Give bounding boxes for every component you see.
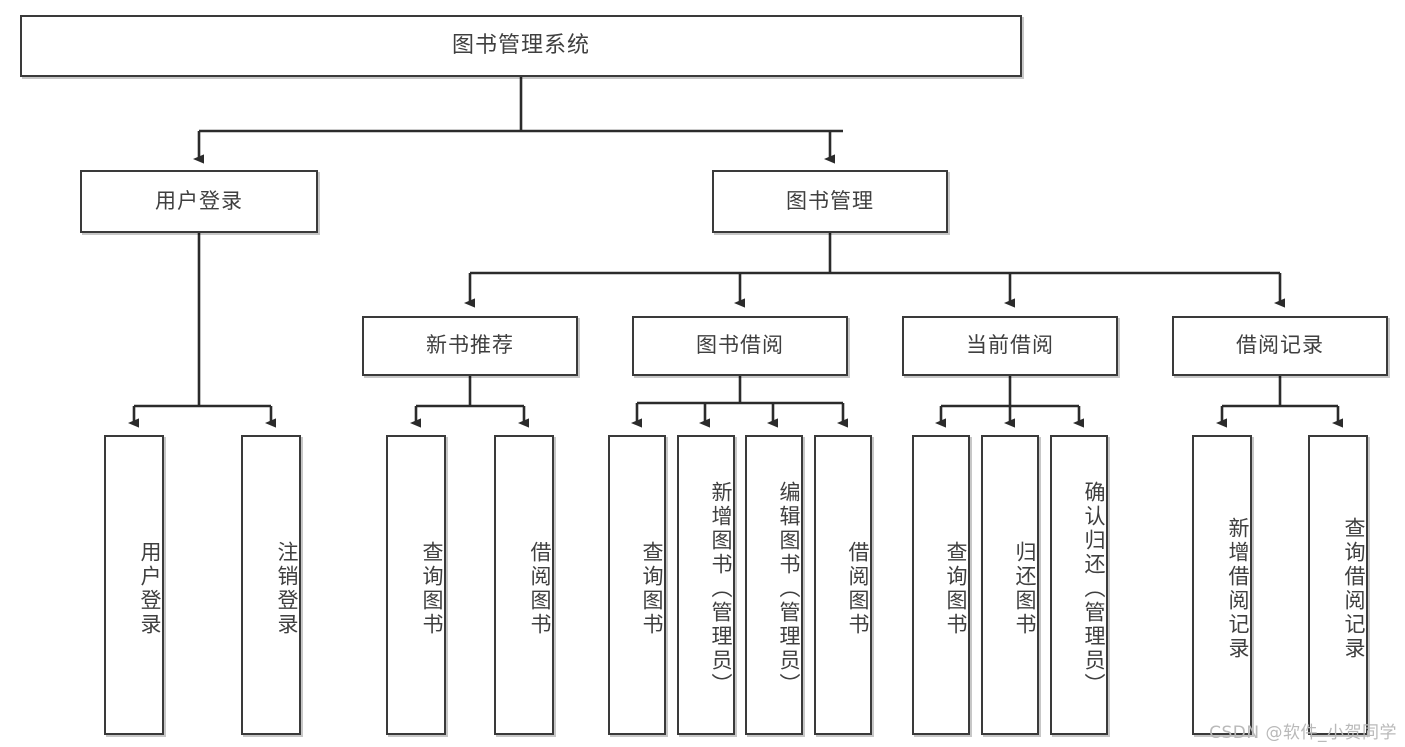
node-current-borrow-label: 当前借阅 [966, 333, 1054, 358]
leaf-add-book[interactable]: 新增图书（管理员） [677, 435, 735, 735]
leaf-borrow-book-1-label: 借阅图书 [528, 541, 552, 637]
node-user-login-label: 用户登录 [155, 188, 243, 213]
leaf-query-book-3[interactable]: 查询图书 [912, 435, 970, 735]
leaf-confirm-return-label: 确认归还（管理员） [1082, 481, 1106, 697]
node-book-manage[interactable]: 图书管理 [712, 170, 948, 233]
node-borrow-record[interactable]: 借阅记录 [1172, 316, 1388, 376]
node-book-manage-label: 图书管理 [786, 188, 874, 213]
leaf-add-book-label: 新增图书（管理员） [709, 481, 733, 697]
leaf-return-book-label: 归还图书 [1013, 541, 1037, 637]
leaf-user-logout-label: 注销登录 [275, 541, 299, 637]
leaf-user-logout[interactable]: 注销登录 [241, 435, 301, 735]
leaf-borrow-book-2-label: 借阅图书 [846, 541, 870, 637]
leaf-return-book[interactable]: 归还图书 [981, 435, 1039, 735]
leaf-confirm-return[interactable]: 确认归还（管理员） [1050, 435, 1108, 735]
leaf-add-record[interactable]: 新增借阅记录 [1192, 435, 1252, 735]
node-root[interactable]: 图书管理系统 [20, 15, 1022, 77]
leaf-query-book-1[interactable]: 查询图书 [386, 435, 446, 735]
node-new-book-rec[interactable]: 新书推荐 [362, 316, 578, 376]
leaf-query-record[interactable]: 查询借阅记录 [1308, 435, 1368, 735]
leaf-query-book-3-label: 查询图书 [944, 541, 968, 637]
node-book-borrow[interactable]: 图书借阅 [632, 316, 848, 376]
leaf-query-book-2-label: 查询图书 [640, 541, 664, 637]
leaf-query-book-2[interactable]: 查询图书 [608, 435, 666, 735]
csdn-watermark: CSDN @软件_小贺同学 [1209, 723, 1397, 743]
leaf-edit-book[interactable]: 编辑图书（管理员） [745, 435, 803, 735]
node-borrow-record-label: 借阅记录 [1236, 333, 1324, 358]
leaf-query-book-1-label: 查询图书 [420, 541, 444, 637]
node-book-borrow-label: 图书借阅 [696, 333, 784, 358]
leaf-user-login-label: 用户登录 [138, 541, 162, 637]
leaf-user-login[interactable]: 用户登录 [104, 435, 164, 735]
leaf-add-record-label: 新增借阅记录 [1226, 517, 1250, 661]
node-current-borrow[interactable]: 当前借阅 [902, 316, 1118, 376]
leaf-borrow-book-2[interactable]: 借阅图书 [814, 435, 872, 735]
leaf-borrow-book-1[interactable]: 借阅图书 [494, 435, 554, 735]
node-user-login[interactable]: 用户登录 [80, 170, 318, 233]
node-root-label: 图书管理系统 [451, 32, 590, 58]
leaf-query-record-label: 查询借阅记录 [1342, 517, 1366, 661]
node-new-book-rec-label: 新书推荐 [426, 333, 514, 358]
leaf-edit-book-label: 编辑图书（管理员） [777, 481, 801, 697]
